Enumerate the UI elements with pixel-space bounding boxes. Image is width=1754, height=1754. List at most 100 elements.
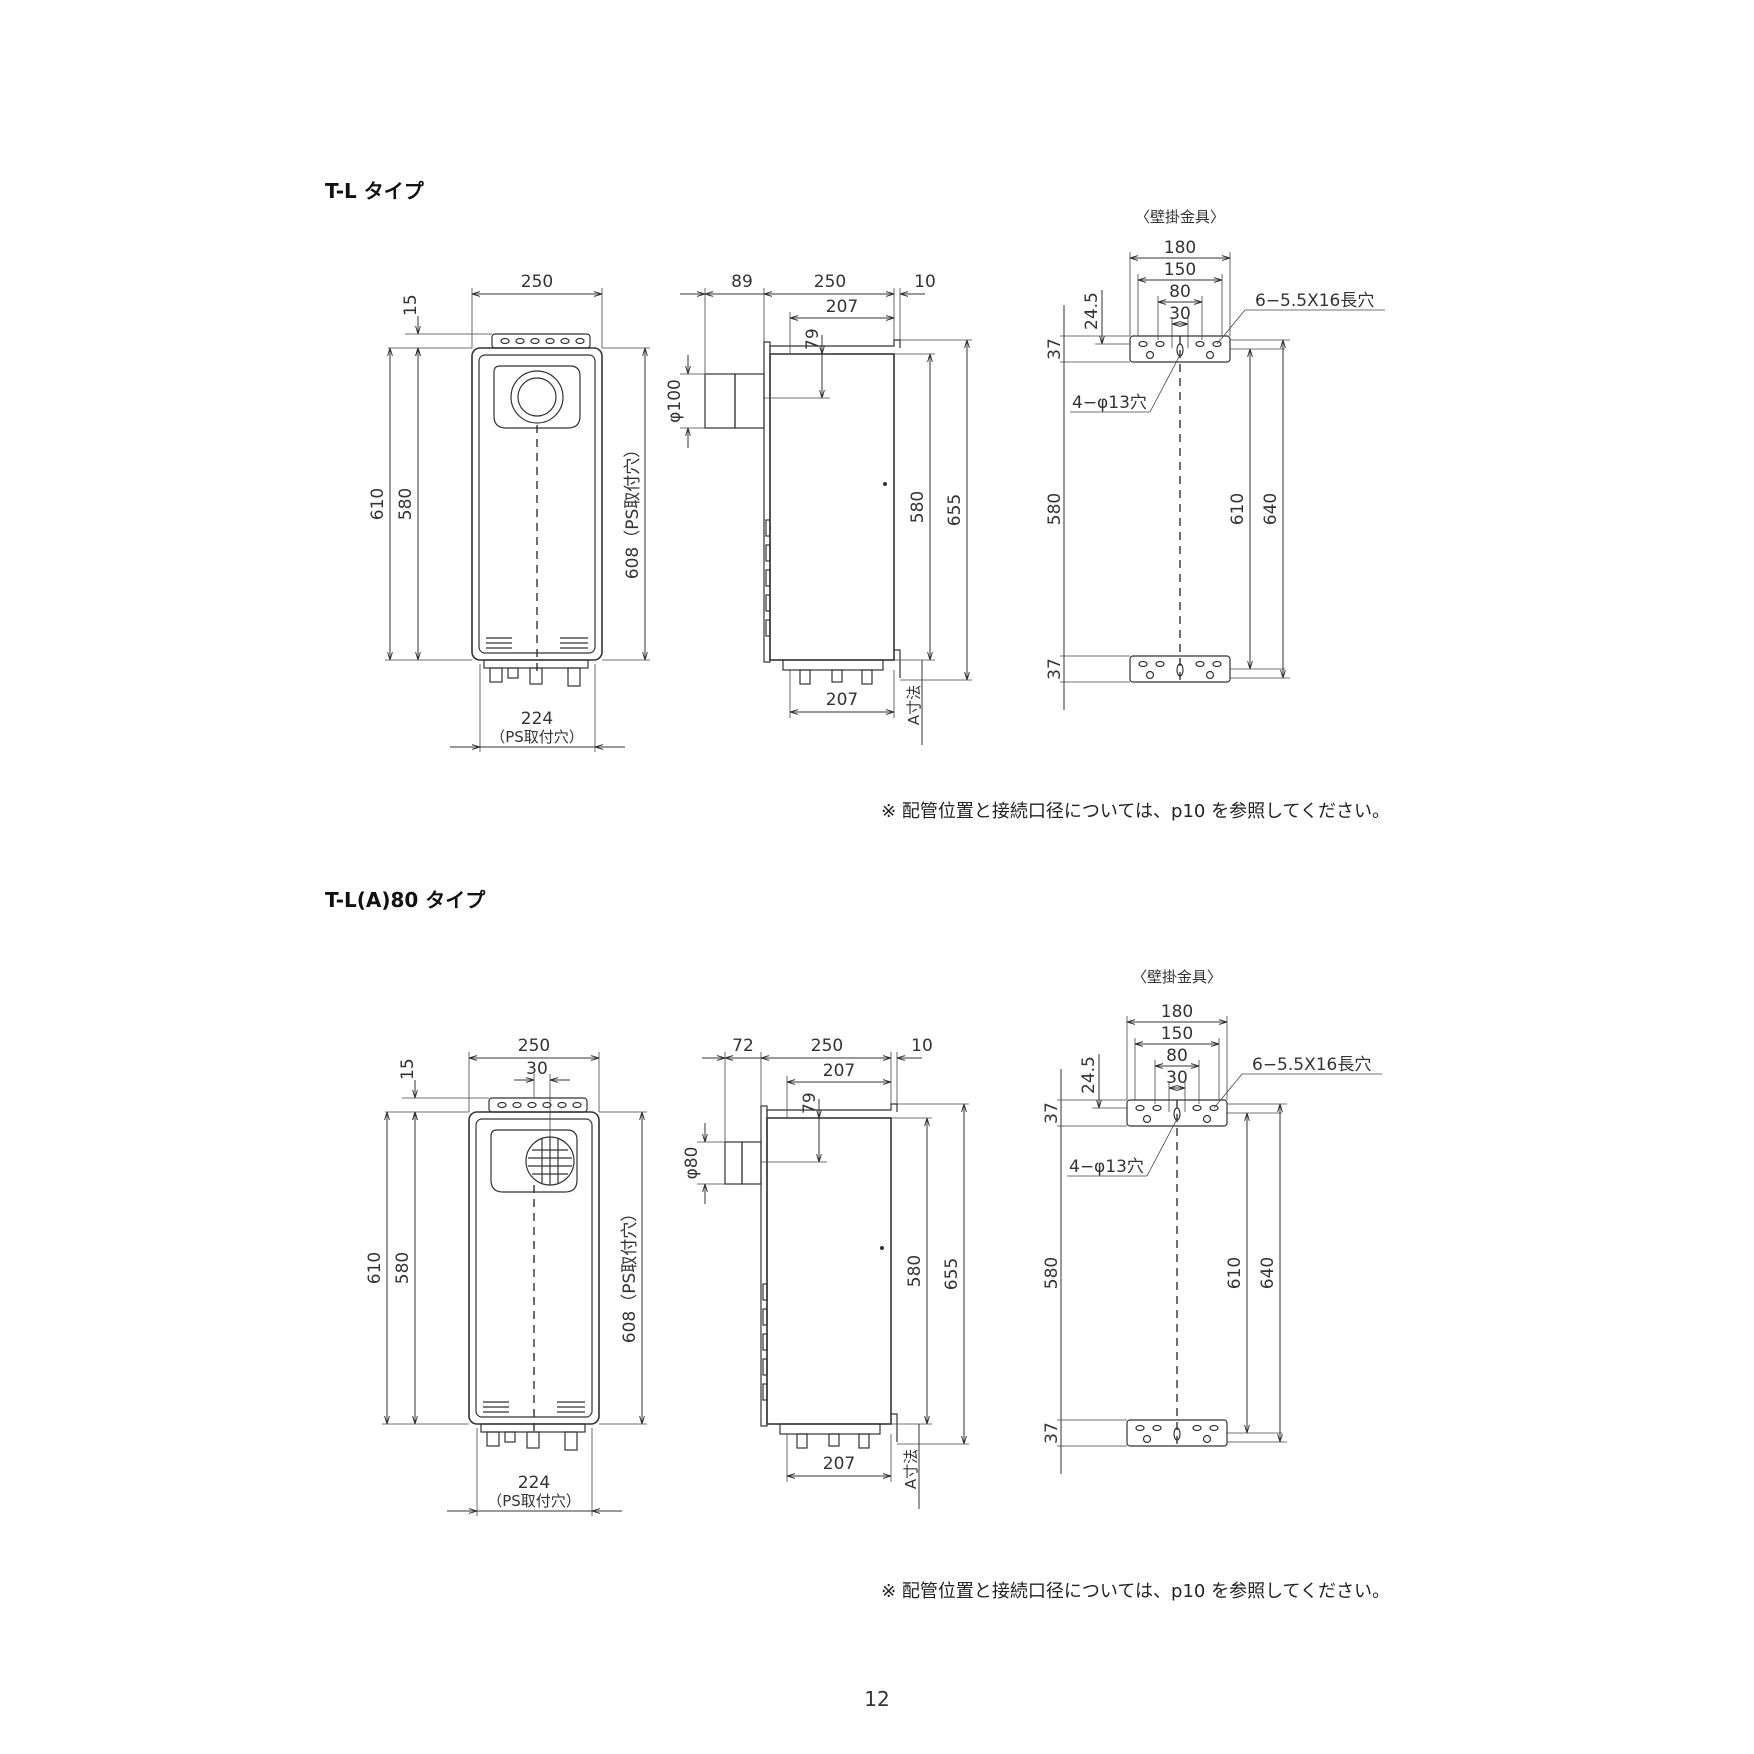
vent-right-icon: [557, 1401, 585, 1413]
flue-collar: [741, 1141, 762, 1185]
bracket-w30: 30: [1169, 304, 1191, 324]
bracket-h37-top: 37: [1042, 1102, 1062, 1124]
bracket-slots: [497, 1101, 582, 1109]
dim-flue-offset: 72: [732, 1036, 754, 1056]
side-back-plate: [760, 1105, 768, 1427]
side-body: [769, 353, 895, 661]
dim-depth: 250: [814, 272, 846, 292]
bracket-hole-label: 4−φ13穴: [1072, 393, 1147, 413]
flue-pocket: [490, 1129, 578, 1193]
dim-depth: 250: [811, 1036, 843, 1056]
dim-center: 30: [526, 1059, 548, 1079]
dim-top-depth: 207: [823, 1061, 855, 1081]
dim-side-height-total: 655: [945, 494, 965, 526]
dim-top-depth: 207: [826, 297, 858, 317]
piping-note: ※ 配管位置と接続口径については、p10 を参照してください。: [881, 1581, 1390, 1602]
bracket-slots: [500, 337, 585, 345]
dim-rear: 10: [914, 272, 936, 292]
side-top-bracket: [769, 339, 901, 354]
bracket-view: 〈壁掛金具〉 180 150 80: [1042, 968, 1382, 1474]
bracket-h640: 640: [1261, 493, 1281, 525]
dim-top: 15: [401, 294, 421, 316]
dim-width: 250: [518, 1036, 550, 1056]
bracket-label: 〈壁掛金具〉: [1135, 208, 1225, 226]
dim-ps-label: （PS取付穴）: [487, 1492, 581, 1510]
vent-right-icon: [560, 637, 588, 649]
front-view: 250 15 610 580 608（PS取付穴） 224 （PS取付穴）: [368, 272, 650, 752]
dim-flue-dia: φ80: [682, 1147, 702, 1180]
dim-flue-offset: 89: [731, 272, 753, 292]
dim-ps-height: 608（PS取付穴）: [620, 1205, 640, 1344]
flue-pipe: [704, 373, 736, 429]
bracket-hole-label: 4−φ13穴: [1069, 1157, 1144, 1177]
dim-a: A寸法: [902, 1449, 920, 1489]
page-number: 12: [864, 1687, 889, 1711]
bracket-h610: 610: [1225, 1257, 1245, 1289]
bracket-h245: 24.5: [1079, 1056, 1099, 1094]
front-top-bracket: [491, 333, 591, 349]
dim-flue-drop: 79: [800, 1092, 820, 1114]
side-screw-icon: [880, 1246, 884, 1250]
bracket-w80: 80: [1166, 1046, 1188, 1066]
flue-collar: [734, 373, 765, 429]
flue-pipe: [724, 1141, 743, 1185]
section-t-l-a80: T-L(A)80 タイプ: [325, 888, 1390, 1602]
dim-ps-label: （PS取付穴）: [490, 728, 584, 746]
dim-height-total: 610: [368, 488, 388, 520]
bracket-h580: 580: [1045, 493, 1065, 525]
dim-side-height-body: 580: [908, 491, 928, 523]
side-screw-icon: [883, 482, 887, 486]
dim-height-body: 580: [393, 1252, 413, 1284]
bracket-h610: 610: [1228, 493, 1248, 525]
dim-flue-dia: φ100: [665, 379, 685, 423]
section-t-l: T-L タイプ: [325, 179, 1390, 822]
side-slots-icon: [762, 1283, 768, 1401]
bracket-h37-bottom: 37: [1042, 1422, 1062, 1444]
front-view: 250 30 15 610 580 608（PS取付穴） 224 （PS取付穴）: [365, 1036, 647, 1516]
bracket-holes-icon: [1138, 340, 1222, 680]
piping-note: ※ 配管位置と接続口径については、p10 を参照してください。: [881, 801, 1390, 822]
dim-rear: 10: [911, 1036, 933, 1056]
dim-bottom-depth: 207: [823, 1454, 855, 1474]
pipe-fittings-icon: [483, 659, 589, 687]
side-slots-icon: [765, 519, 771, 637]
bracket-h580: 580: [1042, 1257, 1062, 1289]
dim-width: 250: [521, 272, 553, 292]
bracket-slot-label: 6−5.5X16長穴: [1252, 1055, 1371, 1075]
dim-bottom-depth: 207: [826, 690, 858, 710]
front-body: [468, 1111, 600, 1425]
bracket-slot-label: 6−5.5X16長穴: [1255, 291, 1374, 311]
side-fittings-icon: [782, 649, 901, 685]
dim-height-total: 610: [365, 1252, 385, 1284]
flue-pocket: [493, 365, 581, 429]
vent-left-icon: [483, 1401, 509, 1413]
bracket-label: 〈壁掛金具〉: [1132, 968, 1222, 986]
bracket-h37-bottom: 37: [1045, 658, 1065, 680]
dim-side-height-total: 655: [942, 1258, 962, 1290]
pipe-fittings-icon: [480, 1423, 586, 1451]
bracket-h640: 640: [1258, 1257, 1278, 1289]
bracket-w150: 150: [1161, 1024, 1193, 1044]
bracket-w180: 180: [1164, 238, 1196, 258]
dim-ps-height: 608（PS取付穴）: [623, 441, 643, 580]
dim-flue-drop: 79: [803, 328, 823, 350]
vent-left-icon: [486, 637, 512, 649]
bracket-w30: 30: [1166, 1068, 1188, 1088]
bracket-w150: 150: [1164, 260, 1196, 280]
side-top-bracket: [766, 1103, 898, 1118]
grille-lines: [528, 1137, 572, 1185]
dim-a: A寸法: [905, 685, 923, 725]
flue-outer-icon: [510, 370, 564, 424]
bracket-h245: 24.5: [1082, 292, 1102, 330]
flue-inner-icon: [517, 377, 557, 417]
bracket-w80: 80: [1169, 282, 1191, 302]
bracket-w180: 180: [1161, 1002, 1193, 1022]
side-body: [766, 1117, 892, 1425]
dim-ps-width: 224: [518, 1473, 550, 1493]
side-back-plate: [763, 341, 771, 663]
section-title: T-L タイプ: [325, 179, 425, 203]
dim-top: 15: [398, 1058, 418, 1080]
dim-side-height-body: 580: [905, 1255, 925, 1287]
